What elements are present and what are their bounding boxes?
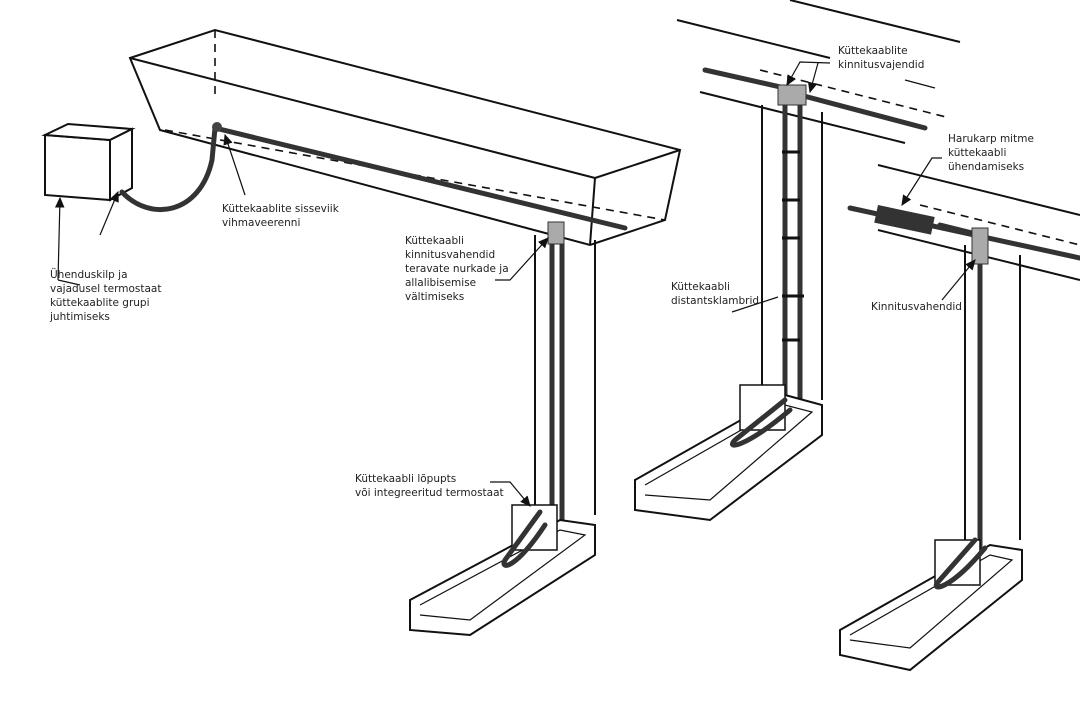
- leader-lines: [54, 61, 976, 507]
- label-junction-box: Ühenduskilp ja vajadusel termostaat kütt…: [49, 268, 165, 323]
- label-fixing-sleeves: Küttekaablite kinnitusvajendid: [838, 45, 924, 71]
- label-spacer-clamps: Küttekaabli distantsklambrid: [671, 281, 759, 307]
- label-cable-inlet: Küttekaablite sisseviik vihmaveerenni: [222, 203, 342, 229]
- label-fixings: Kinnitusvahendid: [871, 301, 962, 313]
- label-branch-box: Harukarp mitme küttekaabli ühendamiseks: [948, 133, 1037, 173]
- downpipe-3: [839, 164, 1080, 672]
- gutter-1: [119, 28, 682, 247]
- branch-box: [874, 205, 935, 235]
- cable-inlet-icon: [212, 122, 222, 132]
- junction-box: [41, 122, 136, 202]
- label-end-seal: Küttekaabli lõpupts või integreeritud te…: [355, 473, 504, 499]
- downpipe-2: [634, 0, 961, 522]
- downpipe-1: [409, 221, 596, 637]
- label-fixings-corners: Küttekaabli kinnitusvahendid teravate nu…: [405, 235, 512, 303]
